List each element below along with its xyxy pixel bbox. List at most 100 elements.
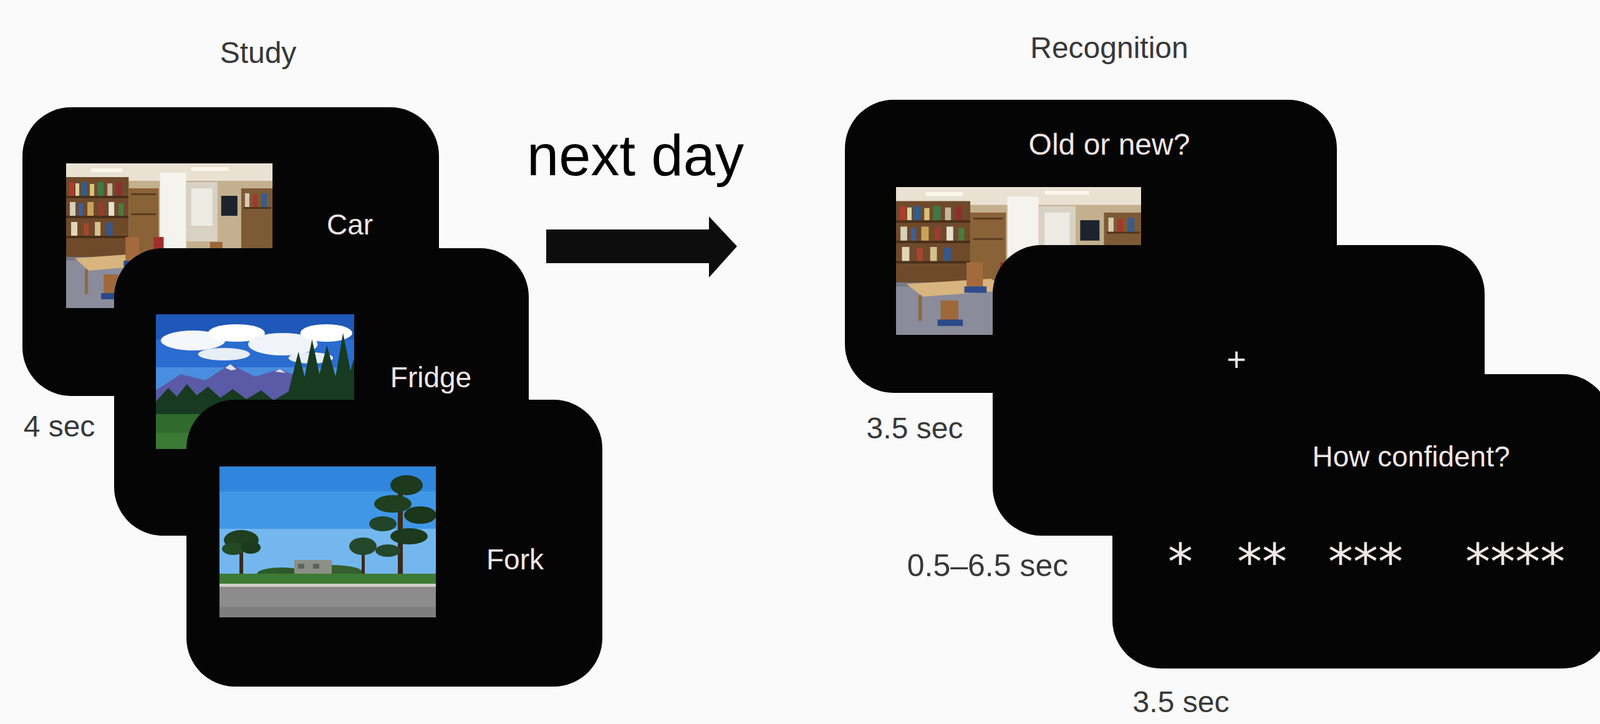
library-photo-part <box>243 207 272 209</box>
library-photo-part <box>958 227 965 241</box>
library-photo-part <box>221 195 238 216</box>
landscape-photo-part <box>274 369 287 373</box>
duration-label: 0.5–6.5 sec <box>907 548 1069 585</box>
library-photo-part <box>896 240 971 244</box>
street-photo <box>219 466 436 618</box>
library-photo-part <box>1079 220 1100 241</box>
library-photo-part <box>973 238 1004 241</box>
landscape-photo-part <box>300 324 353 342</box>
library-photo-part <box>261 193 267 208</box>
card-word: + <box>1226 339 1247 379</box>
library-photo-part <box>191 188 213 226</box>
duration-label: 3.5 sec <box>866 410 964 446</box>
library-photo-part <box>900 226 908 241</box>
library-photo-part <box>918 295 923 322</box>
library-photo-part <box>75 183 80 196</box>
street-photo-part <box>298 563 305 569</box>
library-photo-part <box>66 215 129 219</box>
panel-heading: Study <box>220 35 297 70</box>
block-arrow <box>546 216 738 278</box>
trial-card: How confident?********** <box>1112 374 1600 669</box>
rating-stars: * <box>1167 537 1193 588</box>
library-photo-part <box>66 195 129 199</box>
library-photo-part <box>66 177 129 257</box>
street-photo-part <box>219 586 436 618</box>
library-photo-part <box>108 202 115 216</box>
library-photo-part <box>89 183 95 196</box>
library-photo-part <box>81 182 87 196</box>
library-photo-part <box>945 207 952 221</box>
interval-note: next day <box>526 122 744 189</box>
library-photo-part <box>920 226 929 241</box>
library-photo-part <box>84 269 88 295</box>
library-photo-part <box>252 194 258 208</box>
library-photo-part <box>245 193 250 208</box>
library-photo-part <box>87 202 94 216</box>
library-photo-part <box>896 200 971 283</box>
library-photo-part <box>914 206 921 221</box>
street-photo-part <box>219 466 436 618</box>
street-photo-part <box>219 573 436 585</box>
card-word: Car <box>326 208 373 242</box>
library-photo-part <box>107 183 113 196</box>
street-photo-part <box>294 559 332 576</box>
library-photo-part <box>916 248 923 261</box>
duration-label: 4 sec <box>23 409 96 444</box>
library-photo-part <box>91 168 123 173</box>
library-photo-part <box>159 172 186 257</box>
landscape-photo-part <box>198 347 251 361</box>
library-photo-part <box>130 213 156 216</box>
library-photo-part <box>943 247 951 261</box>
library-photo-part <box>940 300 959 323</box>
library-photo-part <box>66 235 129 239</box>
landscape-photo-part <box>225 364 237 371</box>
library-photo-part <box>98 202 104 216</box>
rating-stars: ** <box>1237 537 1287 588</box>
library-photo-part <box>896 220 971 223</box>
library-photo-part <box>97 182 104 196</box>
library-photo-part <box>937 319 963 326</box>
card-word: How confident? <box>1311 440 1510 474</box>
street-photo-part <box>390 475 423 496</box>
library-photo-part <box>241 188 273 257</box>
street-photo-part <box>375 544 401 557</box>
library-photo-part <box>71 221 78 236</box>
card-word: Fork <box>486 543 544 577</box>
library-photo-part <box>933 206 941 221</box>
library-photo-part <box>973 217 1004 220</box>
library-photo-part <box>1108 217 1114 232</box>
street-photo-part <box>374 495 412 513</box>
library-photo-part <box>899 206 907 221</box>
library-photo-part <box>925 192 964 196</box>
panel-heading: Recognition <box>1030 30 1189 65</box>
library-photo-part <box>1044 190 1089 195</box>
rating-stars: *** <box>1328 537 1403 588</box>
library-photo-part <box>118 203 124 216</box>
library-photo-part <box>896 261 971 264</box>
street-photo-part <box>219 583 436 587</box>
library-photo-part <box>924 208 930 221</box>
trial-card: Fork <box>186 399 603 687</box>
library-photo-part <box>115 182 122 196</box>
library-photo-part <box>910 227 916 241</box>
street-photo-part <box>219 528 436 579</box>
duration-label: 3.5 sec <box>1132 684 1230 719</box>
library-photo-part <box>1127 217 1135 232</box>
street-photo-part <box>313 563 320 569</box>
library-photo-part <box>130 193 156 196</box>
street-photo-part <box>240 541 261 554</box>
library-photo-part <box>186 182 218 242</box>
library-photo-part <box>191 167 229 171</box>
library-photo-part <box>1106 231 1140 234</box>
library-photo-part <box>106 222 113 236</box>
library-photo-part <box>83 223 89 236</box>
card-word: Fridge <box>390 361 472 395</box>
library-photo-part <box>930 246 938 261</box>
library-photo-part <box>94 221 101 236</box>
library-photo-part <box>902 246 910 261</box>
library-photo-part <box>1117 218 1124 232</box>
street-photo-part <box>390 528 428 545</box>
street-photo-part <box>349 537 377 555</box>
street-photo-part <box>369 516 397 532</box>
library-photo-part <box>966 262 983 289</box>
